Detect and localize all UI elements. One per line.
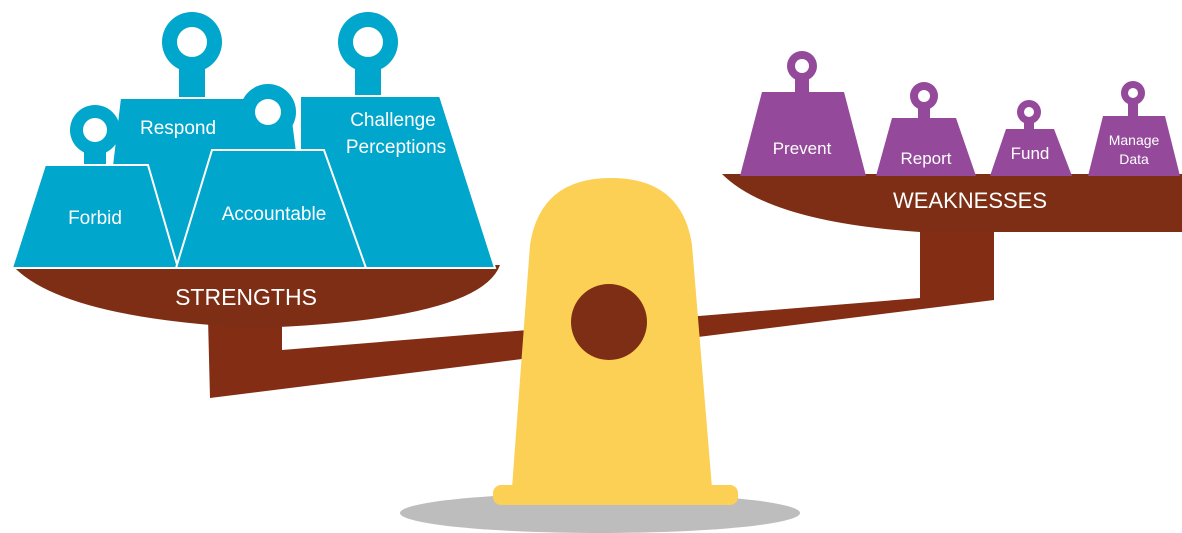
weight-forbid-label: Forbid [68, 208, 122, 229]
weight-accountable: Accountable [174, 84, 368, 269]
weight-report: Report [876, 82, 976, 176]
strengths-pan [12, 265, 500, 328]
strengths-label: STRENGTHS [175, 284, 317, 310]
fulcrum-base [493, 485, 738, 505]
scale-beam [208, 232, 994, 398]
pivot-circle [571, 284, 647, 360]
fulcrum [493, 178, 738, 505]
weight-accountable-label: Accountable [222, 204, 327, 225]
weight-challenge-line2: Perceptions [346, 137, 446, 158]
weight-fund: Fund [990, 100, 1072, 176]
weight-prevent-label: Prevent [773, 139, 832, 158]
weight-fund-label: Fund [1011, 144, 1050, 163]
weight-challenge-line1: Challenge [350, 110, 436, 131]
weight-report-label: Report [900, 149, 951, 168]
weight-manage-line2: Data [1119, 151, 1149, 167]
weight-prevent: Prevent [740, 51, 866, 176]
weight-manage-line1: Manage [1109, 132, 1160, 148]
weight-respond-label: Respond [140, 118, 216, 139]
weaknesses-pan [722, 174, 1182, 232]
weaknesses-label: WEAKNESSES [893, 188, 1047, 213]
weight-manage-data: Manage Data [1088, 81, 1180, 176]
